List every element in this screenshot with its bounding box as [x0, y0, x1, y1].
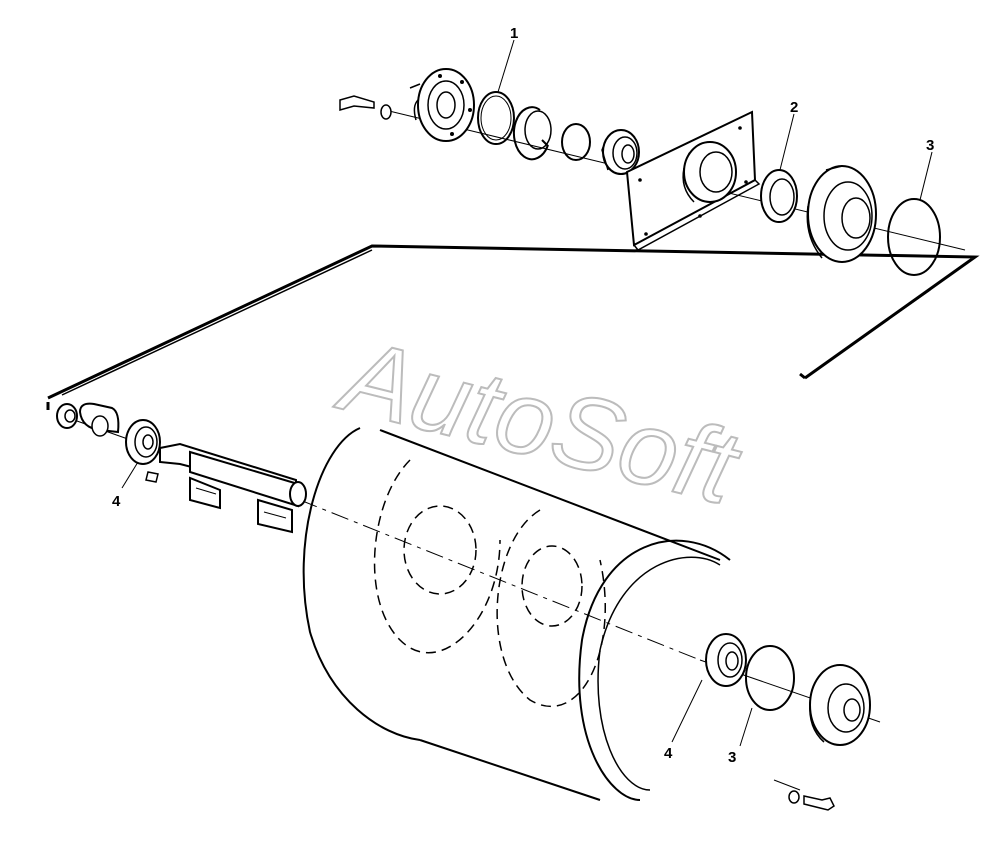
part-1-o-ring [477, 91, 515, 145]
callout-labels: 1 2 3 4 4 3 [112, 25, 934, 766]
part-2-ring [760, 169, 798, 223]
upper-flange-housing [409, 68, 475, 142]
drum-cylinder [302, 427, 731, 801]
callout-label-1: 1 [510, 25, 518, 42]
shaft-assembly [159, 442, 307, 534]
reference-plane [46, 244, 980, 410]
part-3-lower-o-ring [745, 645, 795, 711]
part-3-upper-o-ring [887, 198, 941, 276]
snap-ring [512, 106, 552, 161]
callout-label-3-lower: 3 [728, 749, 736, 766]
callout-label-3-upper: 3 [926, 137, 934, 154]
lower-bolt [773, 779, 835, 811]
small-ring [561, 123, 591, 161]
callout-label-2: 2 [790, 99, 798, 116]
watermark-text: AutoSoft [327, 316, 752, 528]
callout-leaders [121, 39, 933, 747]
lower-right-flange [809, 664, 871, 746]
upper-bolt [339, 95, 392, 120]
callout-label-4-right: 4 [664, 745, 673, 762]
upper-bearing [601, 129, 640, 175]
part-4-left-bearing [125, 419, 161, 483]
callout-label-4-left: 4 [112, 493, 121, 510]
upper-right-flange [806, 165, 877, 263]
part-4-right-bearing [705, 633, 747, 687]
mounting-plate [625, 110, 761, 251]
left-coupling-parts [56, 402, 120, 437]
